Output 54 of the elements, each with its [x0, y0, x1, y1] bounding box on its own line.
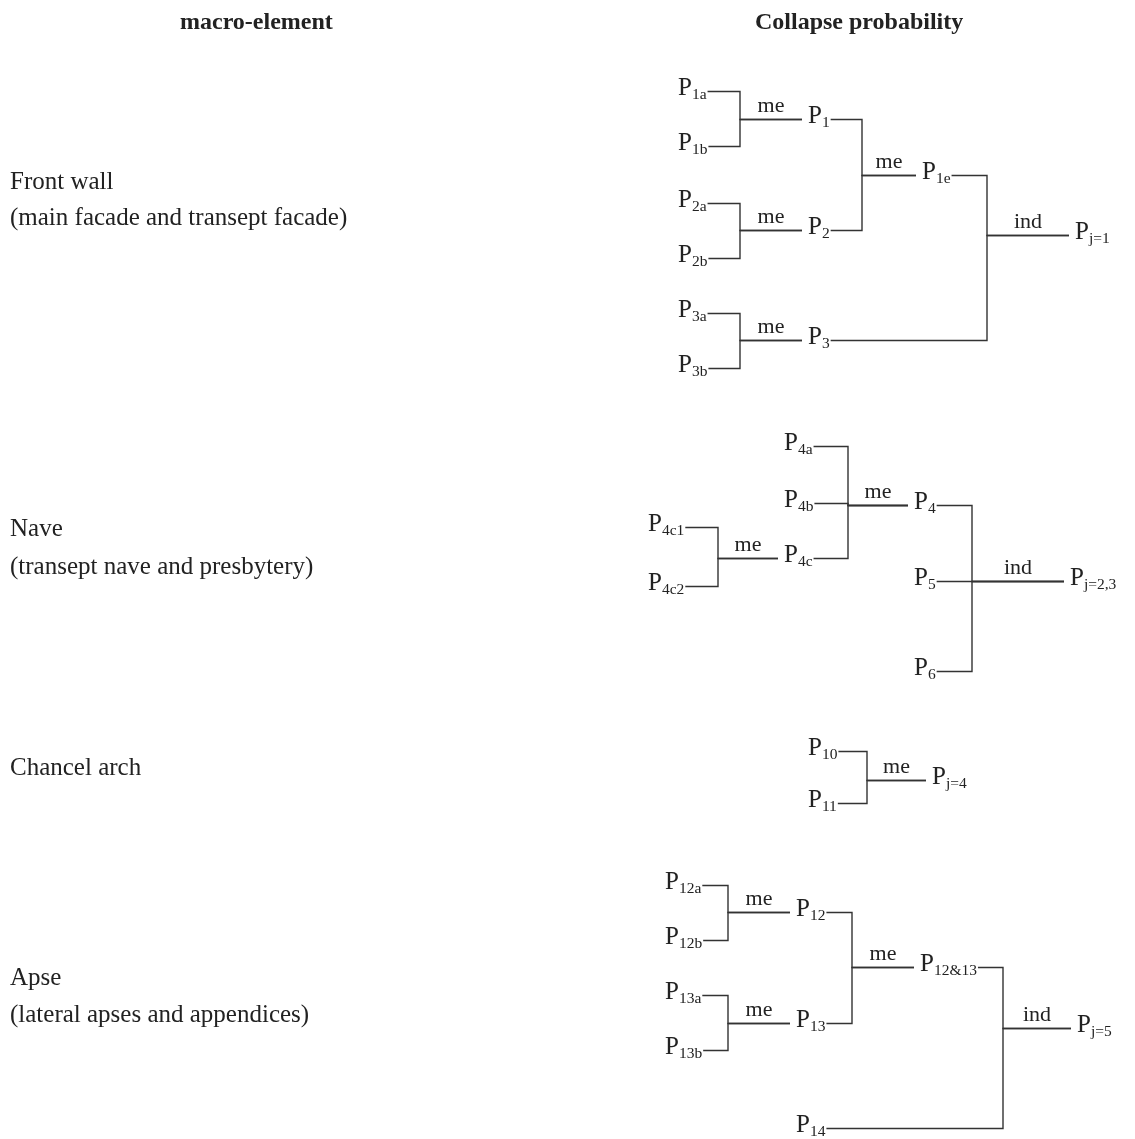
- probability-term: P$_{2}$: [808, 211, 830, 248]
- probability-term: P$_{13a}$: [665, 976, 702, 1013]
- probability-term: P$_{4c2}$: [648, 567, 685, 604]
- probability-term: P$_{3b}$: [678, 349, 708, 386]
- connector-line: [837, 779, 927, 805]
- probability-term: P$_{12}$: [796, 893, 826, 930]
- column-heading: macro-element: [180, 7, 333, 36]
- probability-term: P$_{13b}$: [665, 1031, 703, 1068]
- probability-term: P$_{1a}$: [678, 72, 707, 109]
- probability-term: P$_{1b}$: [678, 127, 708, 164]
- probability-term: P$_{3a}$: [678, 294, 707, 331]
- probability-term: P$_{4c}$: [784, 539, 813, 576]
- probability-term: P$_{j=4}$: [932, 761, 967, 798]
- probability-term: P$_{1e}$: [922, 156, 951, 193]
- probability-term: P$_{4}$: [914, 486, 936, 523]
- probability-term: P$_{j=2,3}$: [1070, 562, 1117, 599]
- connector-line: [829, 174, 917, 232]
- probability-term: P$_{5}$: [914, 562, 936, 599]
- connector-line: [812, 504, 909, 560]
- probability-term: P$_{13}$: [796, 1004, 826, 1041]
- element-description: (transept nave and presbytery): [10, 551, 314, 581]
- connector-line: [825, 1027, 1072, 1130]
- probability-term: P$_{j=1}$: [1075, 216, 1110, 253]
- connector-line: [825, 966, 915, 1025]
- probability-term: P$_{3}$: [808, 321, 830, 358]
- probability-term: P$_{6}$: [914, 652, 936, 689]
- column-heading: Collapse probability: [755, 7, 964, 36]
- probability-term: P$_{12&13}$: [920, 948, 977, 985]
- connector-line: [702, 911, 791, 942]
- element-name: Apse: [10, 962, 62, 992]
- connector-line: [684, 557, 779, 588]
- element-description: (lateral apses and appendices): [10, 999, 310, 1029]
- connector-line: [935, 580, 1065, 673]
- probability-term: P$_{1}$: [808, 100, 830, 137]
- connector-line: [829, 234, 1070, 342]
- element-name: Nave: [10, 513, 63, 543]
- probability-term: P$_{10}$: [808, 732, 838, 769]
- element-name: Chancel arch: [10, 752, 142, 782]
- probability-term: P$_{j=5}$: [1077, 1009, 1112, 1046]
- connector-line: [707, 118, 803, 148]
- probability-term: P$_{4b}$: [784, 484, 814, 521]
- probability-term: P$_{11}$: [808, 784, 837, 821]
- probability-term: P$_{2b}$: [678, 239, 708, 276]
- element-description: (main facade and transept facade): [10, 202, 348, 232]
- probability-term: P$_{4c1}$: [648, 508, 685, 545]
- probability-term: P$_{14}$: [796, 1109, 826, 1139]
- probability-term: P$_{12b}$: [665, 921, 703, 958]
- element-name: Front wall: [10, 166, 114, 196]
- probability-term: P$_{4a}$: [784, 427, 813, 464]
- probability-term: P$_{12a}$: [665, 866, 702, 903]
- connector-line: [702, 1022, 791, 1052]
- probability-term: P$_{2a}$: [678, 184, 707, 221]
- connector-line: [707, 339, 803, 370]
- connector-line: [707, 229, 803, 260]
